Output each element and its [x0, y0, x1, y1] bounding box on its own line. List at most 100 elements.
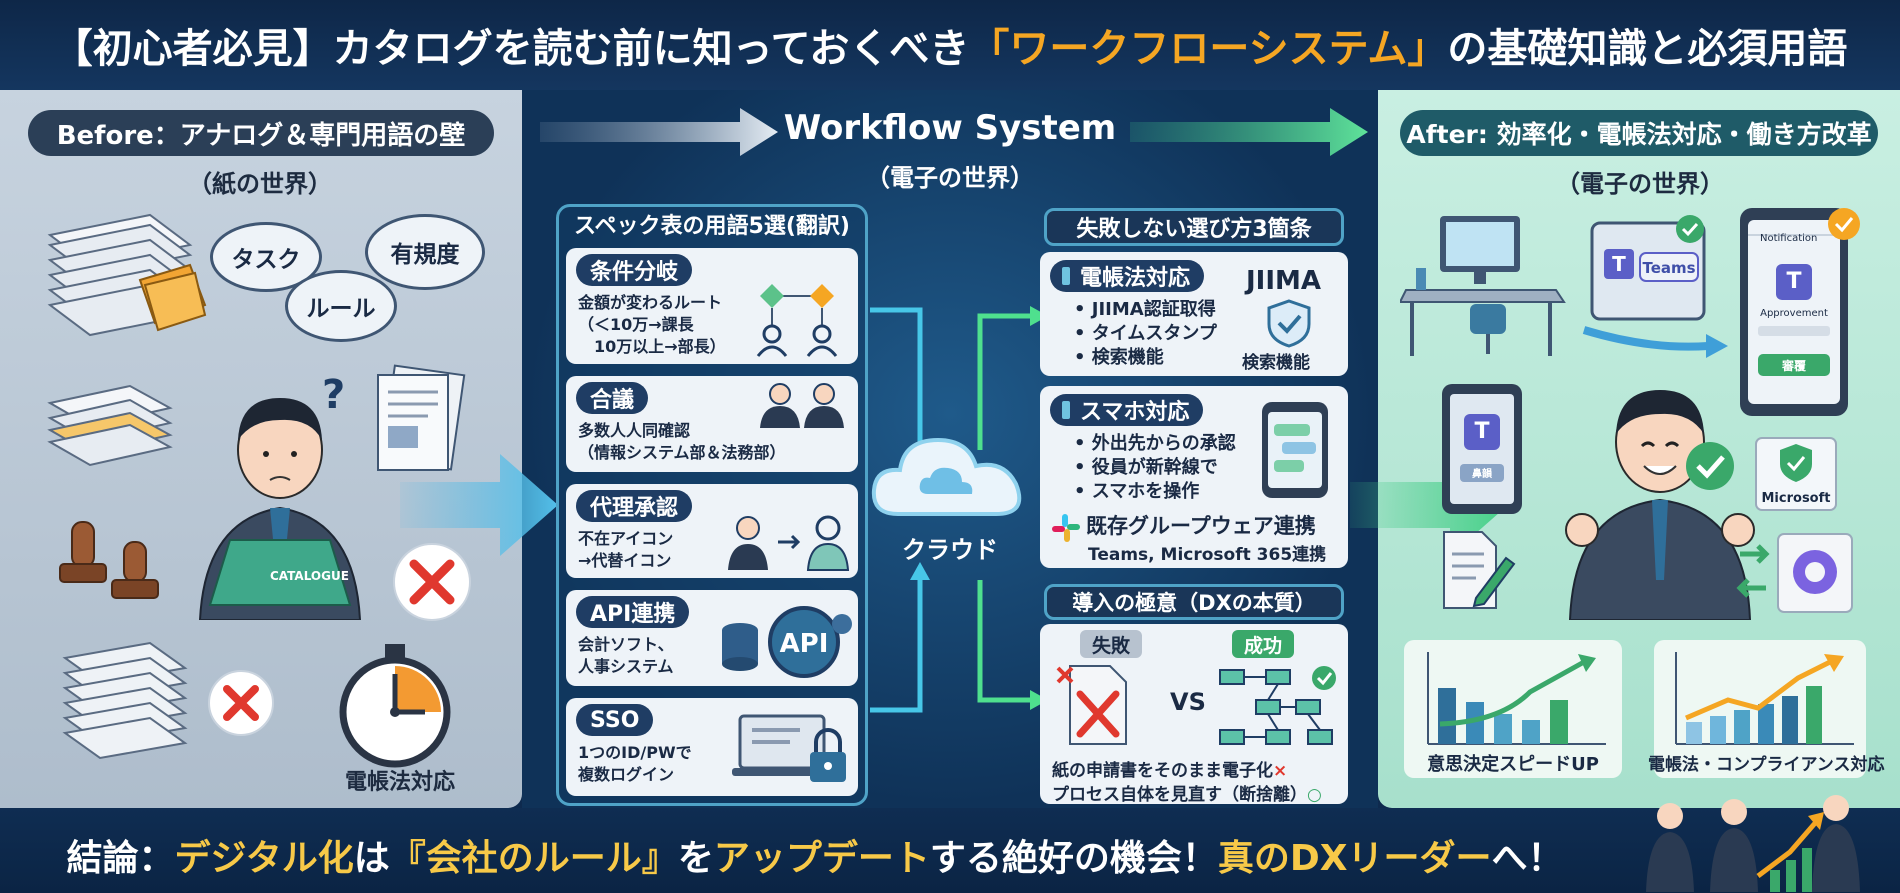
before-pill: Before：アナログ＆専門用語の壁 — [28, 110, 494, 156]
glossary-card-sso: SSO 1つのID/PWで 複数ログイン — [566, 698, 858, 796]
rule-tag: スマホ対応 — [1050, 394, 1204, 426]
two-people-icon — [760, 383, 844, 428]
cloud-label: クラウド — [902, 536, 998, 564]
groupware-title: 既存グループウェア連携 — [1086, 514, 1316, 538]
dx-success-tag: 成功 — [1232, 630, 1295, 658]
bar — [1466, 702, 1484, 744]
rule-card-smartphone: スマホ対応 外出先からの承認 役員が新幹線で スマホを操作 既存グループウェア連… — [1040, 386, 1348, 568]
bar — [1734, 710, 1750, 744]
paper-stack-icon-3 — [62, 641, 188, 760]
page-title: 【初心者必見】カタログを読む前に知っておくべき「ワークフローシステム」の基礎知識… — [52, 26, 1848, 72]
glossary-card-consensus: 合議 多数人人同確認 （情報システム部＆法務部） — [566, 376, 858, 472]
bar — [1522, 720, 1540, 744]
laptop-lock-icon — [732, 714, 846, 782]
bar — [1710, 716, 1726, 744]
approvement-label: Approvement — [1760, 308, 1828, 319]
svg-text:T: T — [1474, 419, 1489, 444]
dx-line1: 紙の申請書をそのまま電子化× — [1052, 761, 1288, 781]
svg-text:T: T — [1612, 252, 1626, 276]
document-pen-icon — [1443, 531, 1516, 609]
copilot-sync-icon — [1736, 533, 1853, 613]
api-gear-icon: API — [722, 606, 852, 678]
conclusion-text: 結論：デジタル化は『会社のルール』をアップデートする絶好の機会！真のDXリーダー… — [66, 838, 1564, 879]
after-subtitle: （電子の世界） — [1556, 170, 1724, 198]
bar — [1782, 696, 1798, 744]
svg-text:T: T — [1786, 269, 1801, 294]
arrow-to-workflow — [400, 454, 558, 556]
rules-title: 失敗しない選び方3箇条 — [1044, 208, 1344, 246]
cloud-icon — [871, 437, 1022, 516]
approve-button-label: 審覆 — [1781, 358, 1807, 373]
timer-label: 電帳法対応 — [344, 770, 455, 795]
chart-compliance-bars — [1675, 652, 1854, 745]
after-pill: After: 効率化・電帳法対応・働き方改革 — [1400, 110, 1878, 156]
dx-card: 失敗 成功 VS 紙の申請書をそのまま電子化× プロセス自体を見直す（断捨離）○ — [1040, 624, 1348, 805]
bar — [1802, 848, 1812, 892]
rule-card-ebook-law: 電帳法対応 JIIMA認証取得 タイムスタンプ 検索機能 JIIMA 検索機能 — [1040, 252, 1348, 376]
bubble-task: タスク — [210, 222, 322, 292]
bar — [1758, 704, 1774, 744]
failed-paper-icon — [1056, 665, 1127, 745]
bar — [1806, 686, 1822, 744]
jiima-logo: JIIMA — [1246, 266, 1322, 296]
glossary-tag: API連携 — [576, 596, 690, 628]
desk-computer-icon — [1400, 216, 1566, 356]
footer-bar — [0, 808, 1900, 893]
flowchart-icon — [1219, 666, 1336, 745]
api-badge: API — [780, 629, 829, 659]
smartphone-icon — [1262, 402, 1328, 498]
bar — [1494, 714, 1512, 744]
document-icon — [377, 364, 466, 471]
bar — [1438, 688, 1456, 744]
chart-speed-bars — [1427, 652, 1606, 745]
glossary-tag: 条件分岐 — [576, 254, 693, 286]
glossary-card-api: API連携 会計ソフト、 人事システム API — [566, 590, 858, 686]
bar — [1550, 700, 1568, 744]
stamp-icon — [59, 521, 159, 599]
glossary-tag: 代理承認 — [576, 490, 693, 522]
microsoft-label: Microsoft — [1762, 491, 1831, 506]
dx-title: 導入の極意（DXの本質） — [1044, 584, 1344, 620]
chart-compliance-label: 電帳法・コンプライアンス対応 — [1648, 755, 1885, 775]
search-function-label: 検索機能 — [1242, 353, 1310, 373]
bar — [1770, 870, 1780, 892]
catalogue-text: CATALOGUE — [270, 569, 349, 583]
top-arrow-right — [1130, 108, 1368, 156]
glossary-tag: SSO — [576, 704, 654, 736]
bubble-rules-degree: 有規度 — [365, 214, 485, 290]
dx-fail-tag: 失敗 — [1080, 630, 1143, 658]
stopwatch-icon — [339, 644, 451, 768]
cross-mark-icon — [393, 543, 471, 621]
dx-line2: プロセス自体を見直す（断捨離）○ — [1052, 785, 1322, 805]
happy-businessman-icon — [1565, 390, 1755, 620]
cloud-connectors — [870, 306, 1048, 713]
bubble-rule: ルール — [285, 270, 397, 342]
proxy-approval-icon — [728, 515, 850, 571]
dx-vs: VS — [1170, 688, 1206, 716]
glossary-tag: 合議 — [576, 382, 649, 414]
paper-stack-icon — [47, 213, 207, 337]
green-check-icon — [1686, 442, 1734, 490]
paper-stack-icon-2 — [47, 384, 173, 467]
teams-label: Teams — [1642, 259, 1695, 277]
bar — [1686, 722, 1702, 744]
question-mark: ? — [322, 372, 346, 418]
tablet-teams-icon: T 鼻韻 — [1442, 384, 1522, 514]
microsoft-shield-icon: Microsoft — [1755, 437, 1837, 511]
workflow-title: Workflow System — [783, 108, 1117, 148]
chart-speed-label: 意思決定スピードUP — [1427, 754, 1599, 775]
notification-label: Notification — [1760, 233, 1817, 244]
workflow-subtitle: （電子の世界） — [866, 164, 1034, 192]
bar — [1786, 860, 1796, 892]
cross-mark-icon-2 — [208, 670, 274, 736]
teams-window-icon: T Teams — [1590, 215, 1706, 321]
confused-businessman-icon: CATALOGUE — [198, 398, 362, 620]
tablet-button-label: 鼻韻 — [1472, 467, 1493, 480]
rule-tag: 電帳法対応 — [1050, 260, 1205, 292]
flow-arrow-icon — [1582, 326, 1728, 358]
groupware-sub: Teams, Microsoft 365連携 — [1088, 545, 1327, 565]
glossary-title: スペック表の用語5選(翻訳) — [574, 214, 850, 239]
slack-icon — [1052, 514, 1080, 542]
branch-diagram-icon — [756, 284, 838, 357]
top-arrow-left — [540, 108, 778, 156]
